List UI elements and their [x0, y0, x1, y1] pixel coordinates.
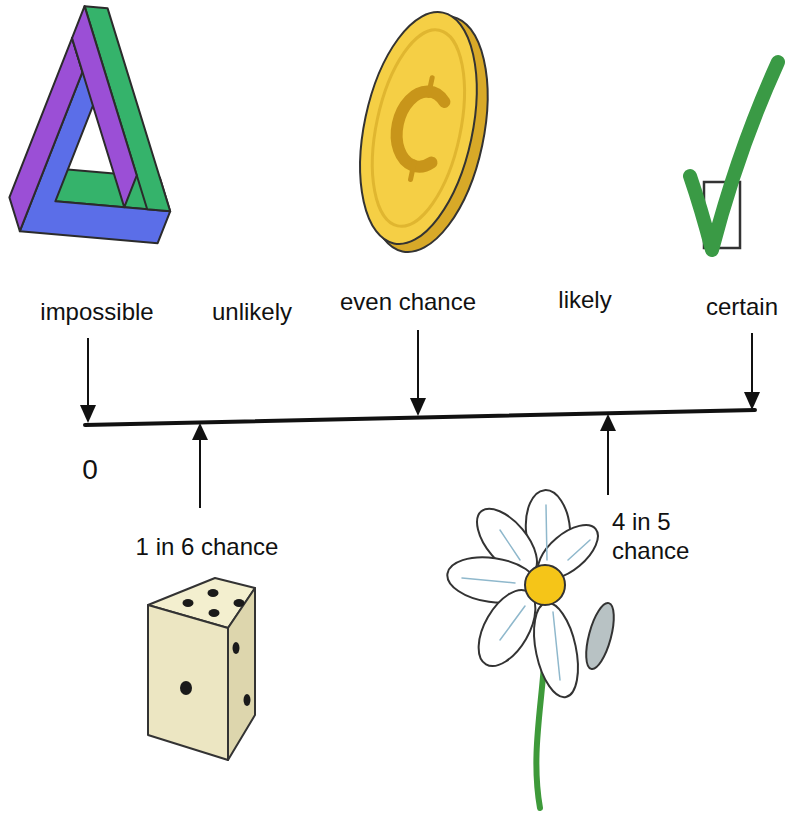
- scale-label: 4 in 5 chance: [612, 508, 696, 566]
- die-pip: [208, 589, 219, 597]
- scale-label: certain: [706, 293, 778, 322]
- pointer-arrow: [751, 333, 753, 392]
- label-slot: even chance: [340, 288, 476, 317]
- coin: [340, 1, 508, 263]
- label-slot: likely: [558, 286, 611, 315]
- die-pip: [209, 609, 220, 617]
- label-slot: 0: [82, 453, 98, 487]
- die-pip: [180, 681, 192, 695]
- die-pips: [180, 589, 251, 706]
- check-mark: [690, 62, 778, 250]
- arrow-head: [600, 414, 616, 431]
- triangle-face: [3, 38, 89, 231]
- pointer-arrow: [87, 338, 89, 405]
- coin-symbol: [411, 78, 433, 180]
- scale-label: 0: [82, 453, 98, 487]
- coin-face: [341, 1, 496, 254]
- impossible-triangle: [3, 0, 208, 339]
- flower-petals: [444, 488, 607, 701]
- pointer-arrow: [607, 431, 609, 495]
- pointer-arrow: [417, 330, 419, 398]
- label-slot: unlikely: [212, 298, 292, 327]
- flower-petal: [526, 599, 585, 701]
- petal-veins: [462, 505, 590, 680]
- coin-symbol: [390, 87, 446, 170]
- scale-line: [85, 410, 755, 425]
- fallen-petal: [581, 600, 620, 671]
- label-slot: impossible: [40, 298, 153, 327]
- flower-center: [525, 565, 565, 605]
- arrow-head: [410, 398, 426, 416]
- arrow-head: [744, 392, 760, 410]
- triangle-face: [41, 6, 168, 207]
- die-pip: [233, 642, 240, 654]
- scale-label: 1 in 6 chance: [136, 533, 279, 562]
- scale-label: unlikely: [212, 298, 292, 327]
- label-slot: 4 in 5 chance: [612, 508, 696, 566]
- arrow-head: [80, 405, 96, 423]
- scale-label: likely: [558, 286, 611, 315]
- petal-vein: [462, 505, 590, 680]
- die: [148, 578, 255, 760]
- die-pip: [234, 599, 245, 607]
- coin-rim: [357, 21, 481, 234]
- pointer-arrow: [199, 440, 201, 508]
- label-slot: certain: [706, 293, 778, 322]
- scale-label: even chance: [340, 288, 476, 317]
- arrow-head: [192, 423, 208, 440]
- die-pip: [183, 599, 194, 607]
- die-pip: [244, 694, 251, 706]
- die-face: [228, 588, 255, 760]
- label-slot: 1 in 6 chance: [136, 533, 279, 562]
- scale-label: impossible: [40, 298, 153, 327]
- die-face: [148, 605, 228, 760]
